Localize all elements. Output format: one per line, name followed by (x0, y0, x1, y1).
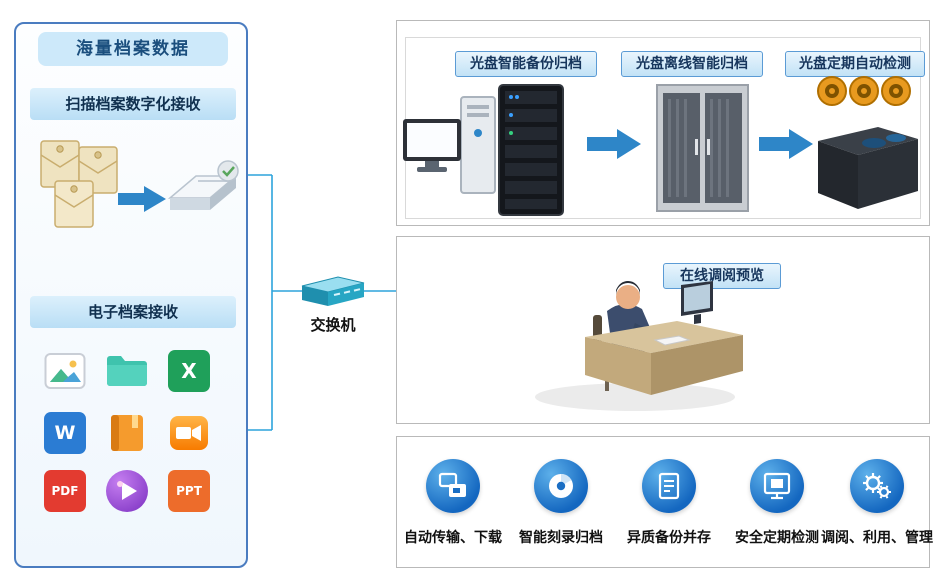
left-panel-title: 海量档案数据 (38, 32, 228, 66)
feature-label: 异质备份并存 (627, 530, 711, 546)
excel-icon: X (168, 350, 210, 392)
feature-retrieval-management: 调阅、利用、管理 (821, 459, 933, 547)
document-glyph (658, 472, 680, 500)
disc-burning-icon (534, 459, 588, 513)
disc-glyph (549, 474, 573, 498)
disc-cabinet-icon (656, 84, 749, 212)
document-backup-icon (642, 459, 696, 513)
gears-glyph (863, 473, 891, 499)
feature-label: 调阅、利用、管理 (821, 530, 933, 546)
excel-letter: X (181, 359, 197, 383)
feature-auto-transfer: 自动传输、下载 (397, 459, 509, 547)
features-panel: 自动传输、下载 智能刻录归档 异质备份并存 (396, 436, 933, 568)
monitor-check-glyph (763, 472, 791, 500)
play-triangle-icon (117, 481, 137, 500)
network-switch-icon (301, 276, 365, 306)
notebook-icon (111, 415, 143, 451)
step-label-smart-backup-archive: 光盘智能备份归档 (455, 51, 597, 77)
ppt-icon: PPT (168, 470, 210, 512)
feature-heterogeneous-backup: 异质备份并存 (613, 459, 725, 547)
envelope-icon (54, 180, 94, 228)
feature-label: 自动传输、下载 (404, 530, 502, 546)
flow-arrow-icon (587, 129, 641, 159)
flow-arrow-icon (759, 129, 813, 159)
feature-label: 安全定期检测 (735, 530, 819, 546)
massive-archive-data-panel: 海量档案数据 扫描档案数字化接收 (14, 22, 248, 568)
scan-section-title: 扫描档案数字化接收 (30, 88, 236, 120)
step-label-offline-smart-archive: 光盘离线智能归档 (621, 51, 763, 77)
pdf-label: PDF (51, 484, 79, 498)
switch-label: 交换机 (310, 316, 356, 334)
word-icon: W (44, 412, 86, 454)
online-preview-label: 在线调阅预览 (663, 263, 781, 289)
person-at-desk-icon (535, 281, 743, 411)
server-rack-icon (498, 84, 564, 216)
transfer-glyph (438, 472, 466, 497)
gears-management-icon (850, 459, 904, 513)
word-letter: W (54, 422, 76, 444)
disc-reels-detector-icon (817, 76, 918, 209)
computer-workstation-icon (403, 96, 496, 194)
arrow-right-icon (118, 186, 166, 212)
ppt-label: PPT (176, 484, 202, 498)
online-preview-panel: 在线调阅预览 (396, 236, 930, 424)
feature-smart-burning: 智能刻录归档 (505, 459, 617, 547)
folder-icon (107, 356, 147, 386)
feature-label: 智能刻录归档 (519, 530, 603, 546)
media-player-icon (106, 470, 148, 512)
electronic-section-title: 电子档案接收 (30, 296, 236, 328)
pdf-icon: PDF (44, 470, 86, 512)
image-icon (44, 353, 86, 389)
feature-security-check: 安全定期检测 (721, 459, 833, 547)
transfer-download-icon (426, 459, 480, 513)
security-check-icon (750, 459, 804, 513)
video-icon (170, 416, 208, 450)
optical-workflow-panel: 光盘智能备份归档 光盘离线智能归档 光盘定期自动检测 (396, 20, 930, 226)
scanner-check-icon (167, 160, 239, 210)
step-label-periodic-auto-check: 光盘定期自动检测 (785, 51, 925, 77)
